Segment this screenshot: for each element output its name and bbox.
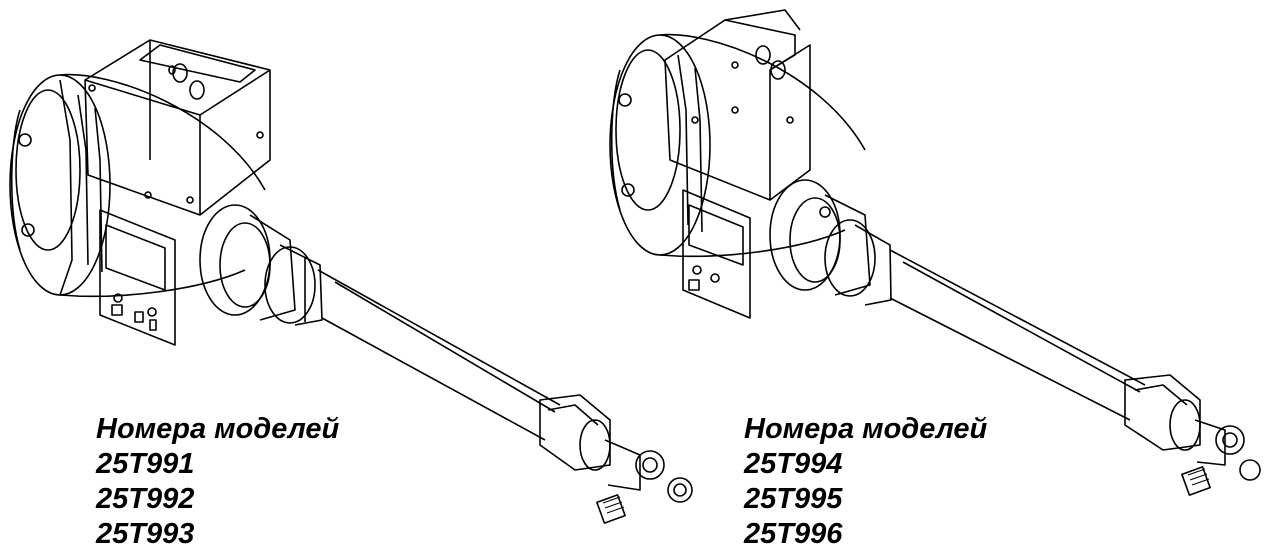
model-caption-right: Номера моделей 25T994 25T995 25T996 bbox=[744, 412, 987, 552]
model-caption-left: Номера моделей 25T991 25T992 25T993 bbox=[96, 412, 339, 552]
motor-housing-left bbox=[9, 73, 266, 298]
coupling-left bbox=[199, 204, 323, 326]
pump-assembly-illustration-left bbox=[9, 39, 693, 524]
outlet-fitting-left bbox=[539, 394, 693, 524]
control-box-left bbox=[84, 39, 271, 216]
model-number: 25T996 bbox=[744, 518, 843, 550]
model-heading: Номера моделей bbox=[96, 413, 340, 445]
model-heading: Номера моделей bbox=[744, 413, 988, 445]
hose-left bbox=[317, 269, 561, 441]
model-number: 25T991 bbox=[96, 448, 195, 480]
label-plate-right bbox=[682, 189, 751, 319]
coupling-right bbox=[769, 179, 892, 306]
model-number: 25T992 bbox=[96, 483, 195, 515]
model-number: 25T995 bbox=[744, 483, 843, 515]
label-plate-left bbox=[99, 209, 176, 346]
model-number: 25T993 bbox=[96, 518, 195, 550]
pump-assembly-illustration-right bbox=[609, 9, 1261, 496]
outlet-fitting-right bbox=[1124, 374, 1261, 496]
hose-right bbox=[889, 249, 1146, 421]
model-number: 25T994 bbox=[744, 448, 843, 480]
